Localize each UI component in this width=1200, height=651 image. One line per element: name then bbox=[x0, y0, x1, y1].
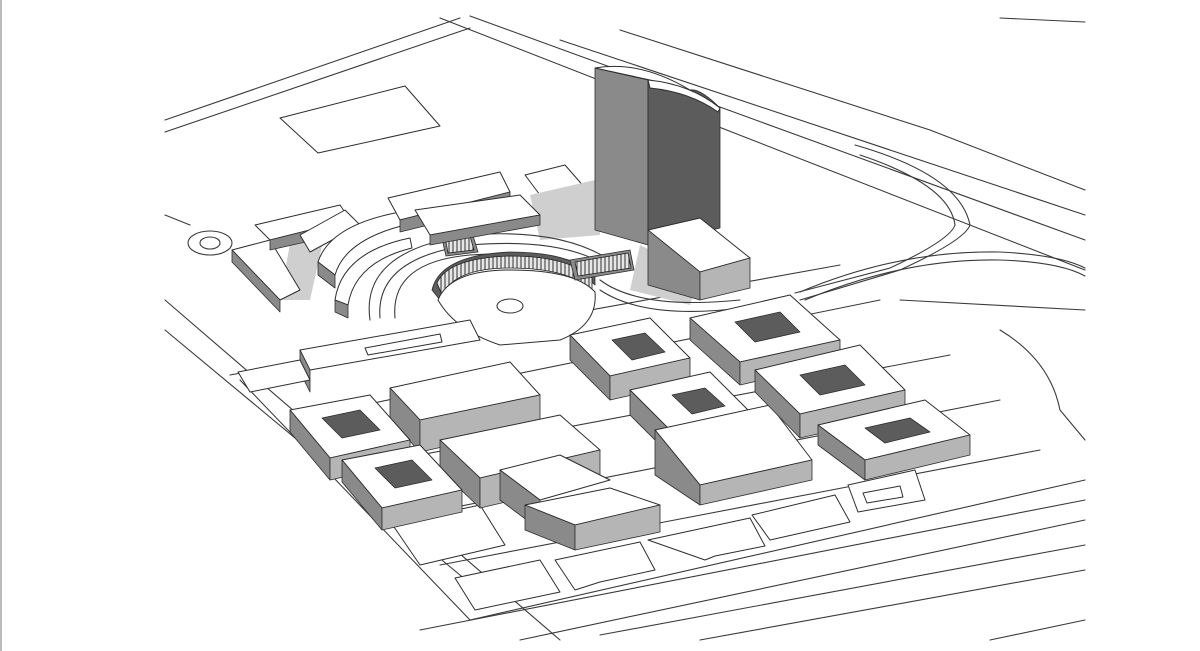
courtyard-blocks bbox=[289, 294, 971, 531]
tower bbox=[594, 65, 751, 301]
west-buildings bbox=[231, 171, 541, 319]
roundabout bbox=[187, 230, 233, 256]
stadium bbox=[368, 225, 743, 346]
central-blocks bbox=[237, 319, 661, 551]
